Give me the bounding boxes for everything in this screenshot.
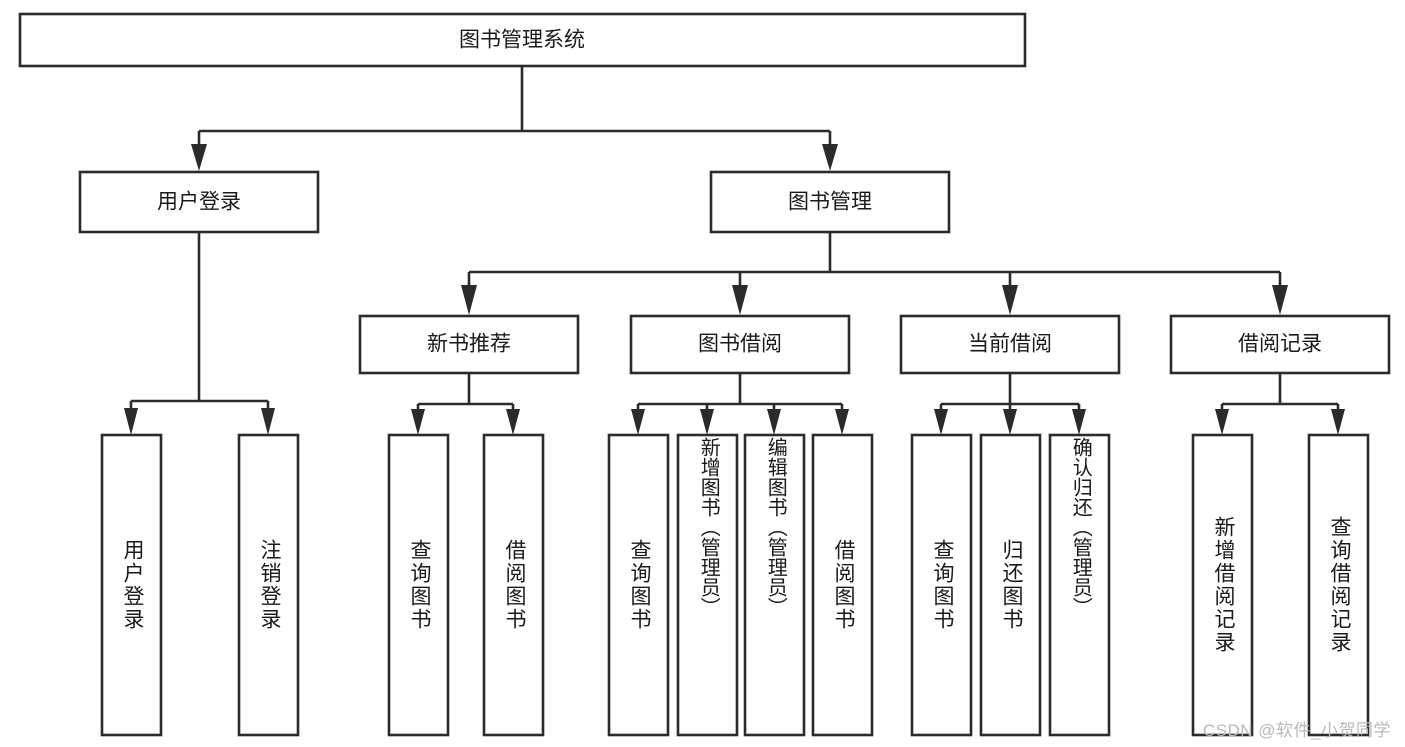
node-borrow-record-box[interactable] [1169,314,1391,375]
node-borrow-record[interactable]: 借阅记录 [1169,314,1391,375]
node-root-box[interactable] [18,12,1027,68]
arrow-head-current-borrow [1002,285,1018,315]
node-new-book-rec[interactable]: 新书推荐 [358,314,580,375]
node-current-borrow[interactable]: 当前借阅 [899,314,1121,375]
arrow-head-leaf-edit-book [767,409,781,435]
arrow-head-leaf-query-book-2 [631,409,645,435]
connector-group-book-borrow-to-leaves [631,373,849,435]
arrow-head-leaf-add-record [1215,409,1229,435]
node-user-login[interactable]: 用户登录 [78,170,320,234]
node-new-book-rec-box[interactable] [358,314,580,375]
node-root[interactable]: 图书管理系统 [18,12,1027,68]
leaf-add-book-box[interactable] [676,433,739,737]
connector-group-current-borrow-to-leaves [934,373,1086,435]
leaf-return-book-box[interactable] [979,433,1042,737]
arrow-head-leaf-query-book-3 [934,409,948,435]
node-book-borrow[interactable]: 图书借阅 [629,314,851,375]
leaf-borrow-book-1-box[interactable] [482,433,545,737]
arrow-head-leaf-query-book-1 [411,409,425,435]
leaf-query-book-1-box[interactable] [387,433,450,737]
connector-group-root-to-level2 [191,66,838,171]
arrow-head-leaf-user-logout [261,408,275,435]
node-new-book-rec-label: 新书推荐 [427,333,511,356]
arrow-head-leaf-return-book [1003,409,1017,435]
leaf-borrow-book-2-box[interactable] [811,433,874,737]
arrow-head-leaf-add-book [700,409,714,435]
leaf-query-record-box[interactable] [1307,433,1370,737]
arrow-head-user-login [191,144,207,171]
arrow-head-leaf-user-login [124,408,138,435]
arrow-head-new-book-rec [461,285,477,315]
arrow-head-book-manage [822,144,838,171]
node-user-login-box[interactable] [78,170,320,234]
node-root-label: 图书管理系统 [459,29,585,52]
node-book-manage-box[interactable] [709,170,951,234]
node-user-login-label: 用户登录 [157,191,241,214]
connector-group-borrow-record-to-leaves [1215,373,1345,435]
arrow-head-leaf-borrow-book-1 [506,409,520,435]
node-book-manage-label: 图书管理 [788,191,872,214]
node-book-manage[interactable]: 图书管理 [709,170,951,234]
node-borrow-record-label: 借阅记录 [1238,333,1322,356]
node-book-borrow-label: 图书借阅 [698,333,782,356]
connector-group-book-manage-to-level3 [461,232,1288,315]
leaf-edit-book-box[interactable] [743,433,806,737]
node-current-borrow-label: 当前借阅 [968,333,1052,356]
node-book-borrow-box[interactable] [629,314,851,375]
node-current-borrow-box[interactable] [899,314,1121,375]
leaf-confirm-return-box[interactable] [1048,433,1111,737]
leaf-user-login-box[interactable] [100,433,163,737]
arrow-head-borrow-record [1272,285,1288,315]
arrow-head-leaf-confirm-return [1072,409,1086,435]
connector-group-user-login-to-leaves [124,232,275,435]
arrow-head-leaf-query-record [1331,409,1345,435]
leaf-add-record-box[interactable] [1191,433,1254,737]
leaf-query-book-3-box[interactable] [910,433,973,737]
leaf-user-logout-box[interactable] [237,433,300,737]
leaf-query-book-2-box[interactable] [607,433,670,737]
arrow-head-book-borrow [732,285,748,315]
leaf-box-group [100,433,1370,737]
connector-group-new-book-rec-to-leaves [411,373,520,435]
arrow-head-leaf-borrow-book-2 [835,409,849,435]
